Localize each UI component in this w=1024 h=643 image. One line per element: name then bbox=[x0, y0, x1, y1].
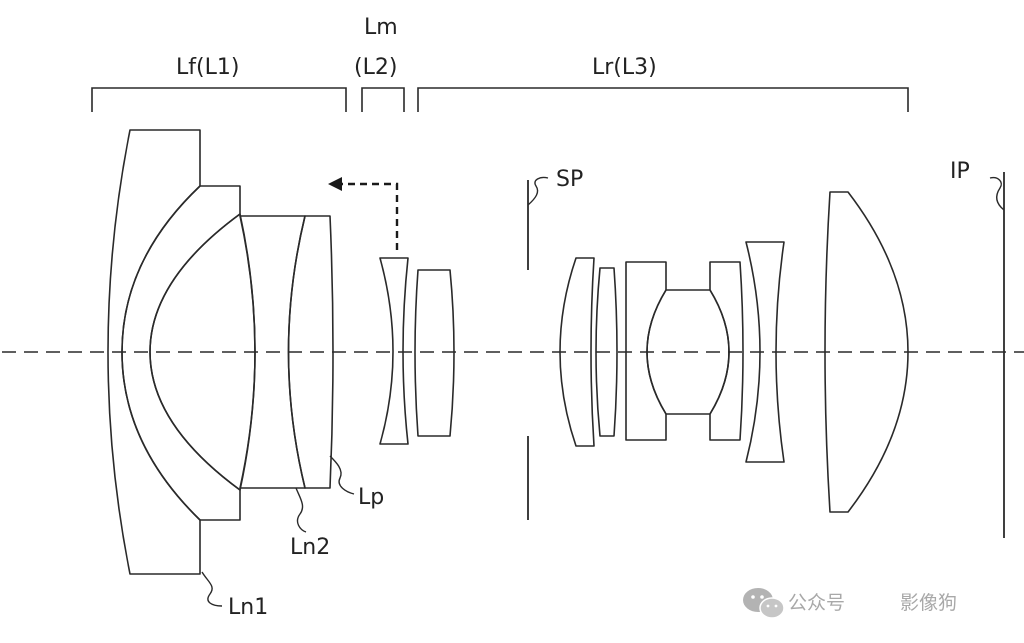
ip-leader bbox=[989, 176, 1005, 211]
label-lr: Lr(L3) bbox=[592, 55, 657, 80]
focus-move-arrow bbox=[328, 177, 399, 250]
ln2-leader bbox=[295, 487, 307, 533]
watermark-name: 影像狗 bbox=[900, 592, 957, 614]
lens-l3-4 bbox=[745, 241, 785, 463]
label-ip: IP bbox=[950, 159, 970, 184]
label-lp: Lp bbox=[358, 485, 384, 510]
lens-l3-1 bbox=[559, 257, 595, 447]
watermark: 公众号 影像狗 bbox=[743, 588, 957, 619]
bracket-lr bbox=[417, 87, 909, 112]
label-lf: Lf(L1) bbox=[176, 55, 239, 80]
lens-l3-2 bbox=[595, 267, 618, 437]
lens-l3-doublet bbox=[625, 261, 744, 441]
sp-leader bbox=[527, 176, 549, 206]
ln1-leader bbox=[201, 571, 223, 607]
label-ln2: Ln2 bbox=[290, 535, 330, 560]
lens-l1-2 bbox=[121, 185, 241, 521]
lens-l2-2 bbox=[414, 269, 455, 437]
lens-lp bbox=[287, 215, 334, 489]
label-sp: SP bbox=[556, 167, 583, 192]
lens-l3-5 bbox=[824, 191, 909, 513]
bracket-lm bbox=[361, 87, 405, 112]
bracket-lf bbox=[91, 87, 347, 112]
lens-l2-1 bbox=[379, 257, 409, 445]
lp-leader bbox=[329, 455, 355, 495]
label-lm: Lm bbox=[364, 15, 398, 40]
watermark-prefix: 公众号 bbox=[788, 592, 845, 614]
label-l2: (L2) bbox=[354, 55, 397, 80]
wechat-icon bbox=[743, 588, 785, 619]
label-ln1: Ln1 bbox=[228, 595, 268, 620]
